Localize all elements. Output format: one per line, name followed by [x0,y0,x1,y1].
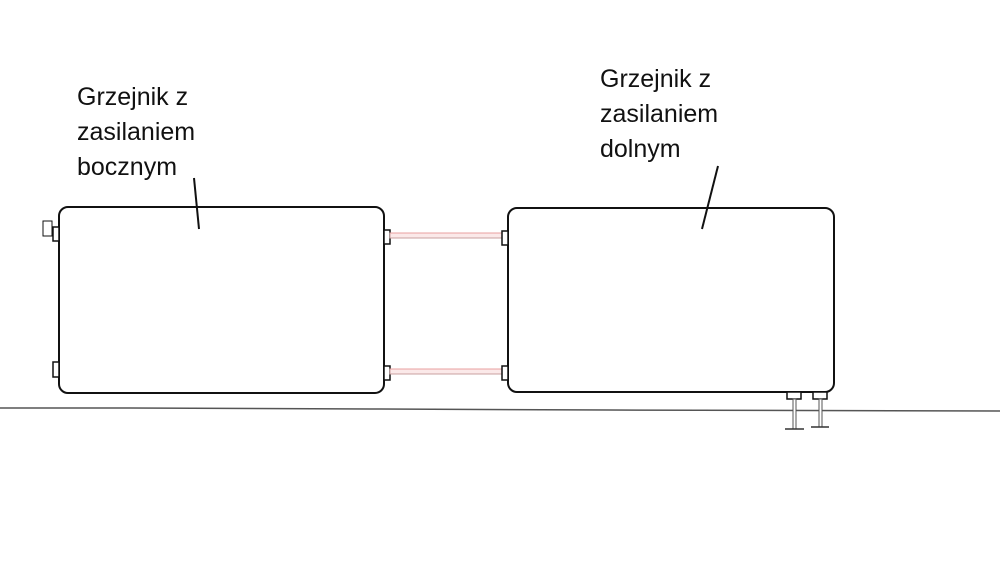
right-radiator [501,207,835,430]
left-radiator [42,206,391,394]
left-radiator-label: Grzejnik z zasilaniem bocznym [77,80,195,185]
floor-line [0,407,1000,412]
right-radiator-label: Grzejnik z zasilaniem dolnym [600,62,718,167]
right-label-line1: Grzejnik z [600,65,712,93]
left-leader-line [193,177,200,230]
right-label-line3: dolnym [600,135,681,163]
left-label-line2: zasilaniem [77,118,196,146]
right-leader-line [701,165,719,230]
connecting-pipes [389,232,503,375]
left-label-line3: bocznym [77,153,178,181]
left-label-line1: Grzejnik z [77,83,189,111]
right-label-line2: zasilaniem [600,100,719,128]
